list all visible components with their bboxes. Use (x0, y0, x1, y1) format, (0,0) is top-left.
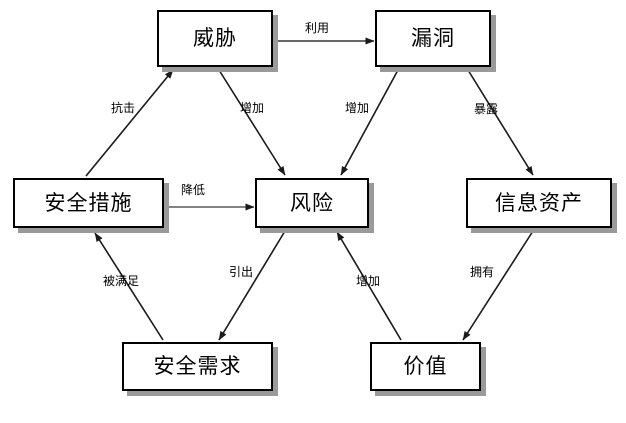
node-risk[interactable]: 风险 (255, 178, 369, 228)
node-vulnerability[interactable]: 漏洞 (375, 10, 491, 67)
edge-label-safeguard-reduces-risk: 降低 (181, 183, 206, 197)
edge-vulner-exposes-asset (467, 69, 534, 176)
edge-label-threat-exploits-vulner: 利用 (305, 21, 330, 35)
edge-label-threat-increases-risk: 增加 (240, 101, 265, 115)
node-risk-label: 风险 (290, 190, 334, 215)
node-value-label: 价值 (403, 354, 448, 378)
edge-requirement-met-by-safeguard (94, 232, 164, 341)
edge-label-value-increases-risk: 增加 (356, 274, 381, 288)
node-threat[interactable]: 威胁 (157, 10, 273, 67)
node-information-asset[interactable]: 信息资产 (466, 178, 612, 228)
edge-label-vulner-increases-risk: 增加 (345, 101, 370, 115)
edge-vulner-increases-risk (340, 69, 399, 176)
edge-label-risk-derives-requirement: 引出 (229, 265, 254, 279)
edge-asset-has-value (462, 230, 534, 341)
edge-value-increases-risk (336, 231, 402, 341)
node-information-asset-label: 信息资产 (495, 190, 583, 215)
edge-label-safeguard-counters-threat: 抗击 (111, 101, 136, 115)
node-vulnerability-label: 漏洞 (411, 26, 455, 50)
node-threat-label: 威胁 (193, 26, 237, 50)
node-safeguard[interactable]: 安全措施 (13, 178, 164, 228)
edge-label-requirement-met-by-safeguard: 被满足 (103, 274, 140, 288)
edge-label-asset-has-value: 拥有 (470, 265, 495, 279)
node-security-requirement-label: 安全需求 (153, 354, 242, 378)
edge-label-vulner-exposes-asset: 暴露 (474, 102, 499, 116)
edge-safeguard-counters-threat (85, 69, 174, 177)
node-security-requirement[interactable]: 安全需求 (122, 342, 273, 391)
edge-risk-derives-requirement (218, 230, 286, 341)
edge-threat-increases-risk (218, 69, 286, 176)
node-safeguard-label: 安全措施 (44, 190, 133, 215)
node-value[interactable]: 价值 (370, 342, 481, 391)
